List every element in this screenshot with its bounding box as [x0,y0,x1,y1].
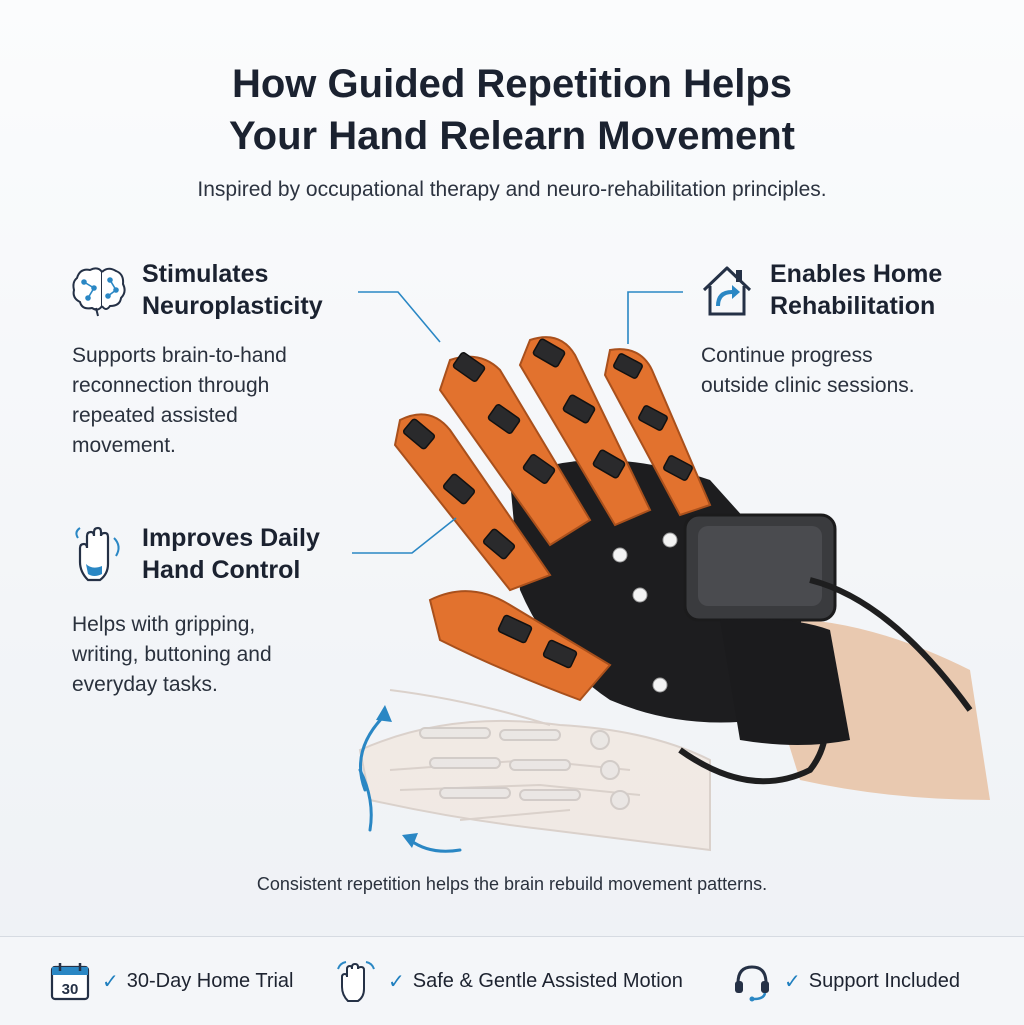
feature-neuro-title-line-2: Neuroplasticity [142,292,323,320]
feature-daily-desc: Helps with gripping, writing, buttoning … [72,610,272,700]
footer-item-safe-motion: ✓ Safe & Gentle Assisted Motion [334,961,683,1002]
calendar-number: 30 [62,981,79,998]
page-title: How Guided Repetition Helps Your Hand Re… [0,58,1024,162]
check-icon: ✓ [784,970,801,993]
feature-home-desc-line: Continue progress [701,344,873,367]
feature-home-title-line-2: Rehabilitation [770,292,936,320]
page-title-line-1: How Guided Repetition Helps [231,62,793,106]
feature-neuro-desc-line: reconnection through [72,374,270,397]
glove-actuators [402,338,693,669]
footer-item-label: Support Included [808,969,960,992]
feature-neuro-title: Stimulates Neuroplasticity [142,258,323,322]
feature-home-title: Enables Home Rehabilitation [770,258,942,322]
bottom-caption: Consistent repetition helps the brain re… [256,874,768,894]
check-icon: ✓ [102,970,119,993]
wrist-strap [720,618,850,745]
brain-icon [72,267,126,317]
feature-home-title-line-1: Enables Home [770,260,943,288]
feature-daily-title: Improves Daily Hand Control [142,522,320,586]
feature-daily-title-line-2: Hand Control [142,556,301,584]
check-icon: ✓ [388,970,405,993]
footer-item-trial: 30 ✓ 30-Day Home Trial [48,963,294,1001]
feature-daily-desc-line: Helps with gripping, [72,613,256,636]
footer-item-label: 30-Day Home Trial [126,969,294,992]
feature-daily-title-line-1: Improves Daily [142,524,320,552]
hand-motion-icon [337,961,375,1002]
hand-icon [75,526,120,582]
footer-item-support: ✓ Support Included [730,963,960,1002]
feature-neuro-title-line-1: Stimulates [142,260,269,288]
calendar-icon: 30 [50,963,90,1001]
feature-daily-desc-line: writing, buttoning and [72,643,272,666]
motion-arrows [358,705,462,853]
headset-icon [735,965,769,1002]
footer-item-label: Safe & Gentle Assisted Motion [412,969,683,992]
feature-neuro-desc-line: Supports brain-to-hand [72,344,287,367]
glove-cable [809,577,973,712]
feature-home-desc: Continue progress outside clinic session… [701,341,915,401]
page-subtitle: Inspired by occupational therapy and neu… [197,178,827,201]
feature-neuro-desc-line: movement. [72,434,176,457]
feature-home-desc-line: outside clinic sessions. [701,374,915,397]
hand-illustration [358,336,990,853]
feature-neuro-desc-line: repeated assisted [72,404,238,427]
feature-daily-desc-line: everyday tasks. [72,673,218,696]
footer-bar: 30 ✓ 30-Day Home Trial ✓ Safe & Gentle A… [0,936,1024,1025]
skeletal-hand [358,689,711,852]
home-icon [702,266,752,316]
feature-neuro-desc: Supports brain-to-hand reconnection thro… [72,341,287,461]
page-title-line-2: Your Hand Relearn Movement [228,114,796,158]
